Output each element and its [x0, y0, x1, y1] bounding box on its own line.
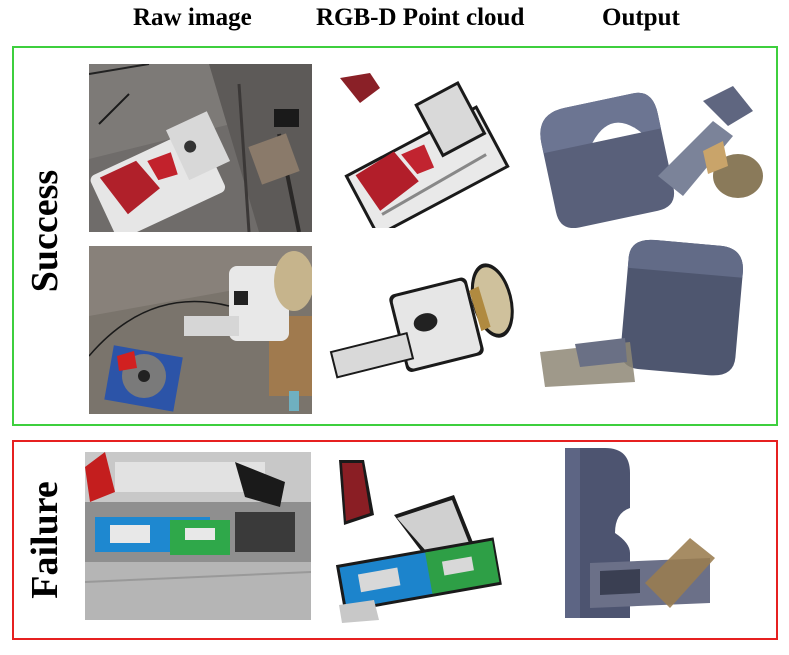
failure-group-box [12, 440, 778, 640]
failure-row-label: Failure [24, 481, 66, 599]
failure-raw-image [85, 452, 311, 620]
success-2-output-render [535, 232, 745, 392]
column-header-raw-image: Raw image [133, 4, 252, 31]
failure-point-cloud [334, 455, 510, 625]
success-group-box [12, 46, 778, 426]
success-2-raw-image [89, 246, 312, 414]
success-row-label: Success [24, 169, 66, 293]
success-2-point-cloud [318, 262, 528, 397]
failure-output-render [560, 443, 730, 628]
column-header-output: Output [602, 4, 680, 31]
column-header-point-cloud: RGB-D Point cloud [316, 4, 525, 31]
success-1-point-cloud [330, 68, 510, 228]
success-1-output-render [528, 66, 768, 228]
success-1-raw-image [89, 64, 312, 232]
